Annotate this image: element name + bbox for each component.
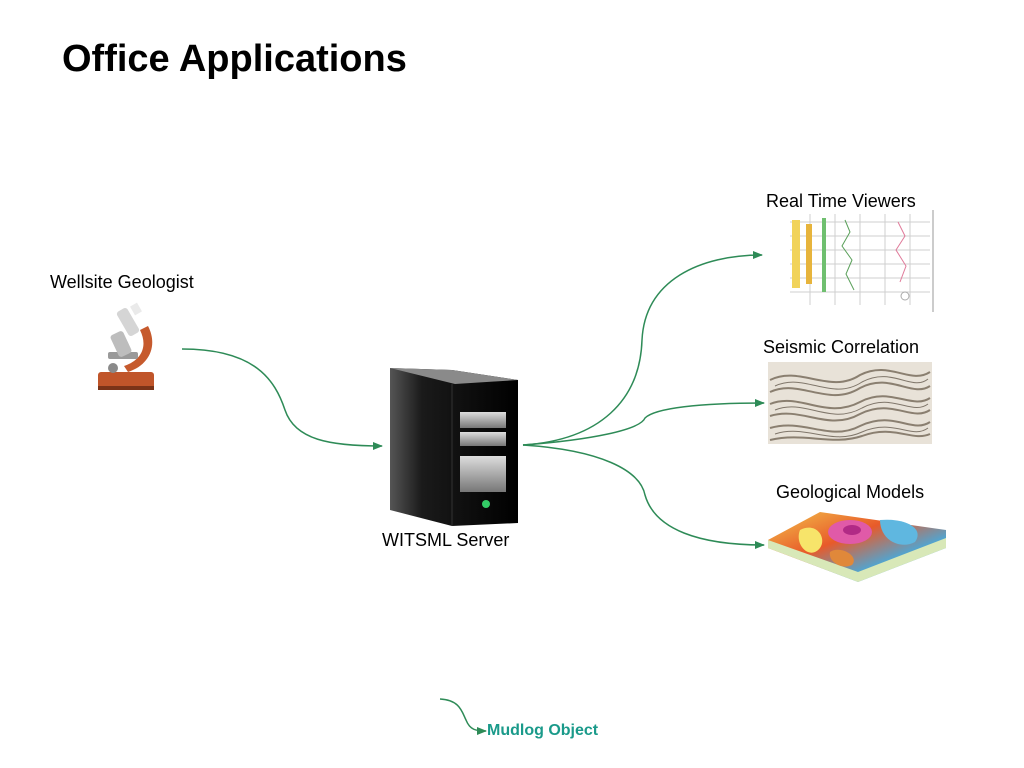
seismic-section-image — [768, 362, 932, 444]
page-title: Office Applications — [62, 38, 407, 80]
arrow-geologist-to-server — [181, 348, 383, 450]
server-tower-icon — [390, 368, 518, 526]
microscope-icon — [98, 302, 154, 390]
arrow-server-to-viewers — [522, 251, 763, 446]
legend-label: Mudlog Object — [487, 722, 599, 739]
viewers-label: Real Time Viewers — [766, 191, 916, 211]
log-viewer-image — [782, 210, 934, 312]
legend-arrow — [439, 698, 487, 735]
server-label: WITSML Server — [382, 530, 510, 550]
models-label: Geological Models — [776, 482, 925, 502]
geological-model-image — [768, 512, 946, 582]
geologist-label: Wellsite Geologist — [50, 272, 194, 292]
seismic-label: Seismic Correlation — [763, 337, 920, 357]
arrow-server-to-seismic — [522, 399, 765, 446]
arrow-server-to-models — [522, 444, 765, 549]
